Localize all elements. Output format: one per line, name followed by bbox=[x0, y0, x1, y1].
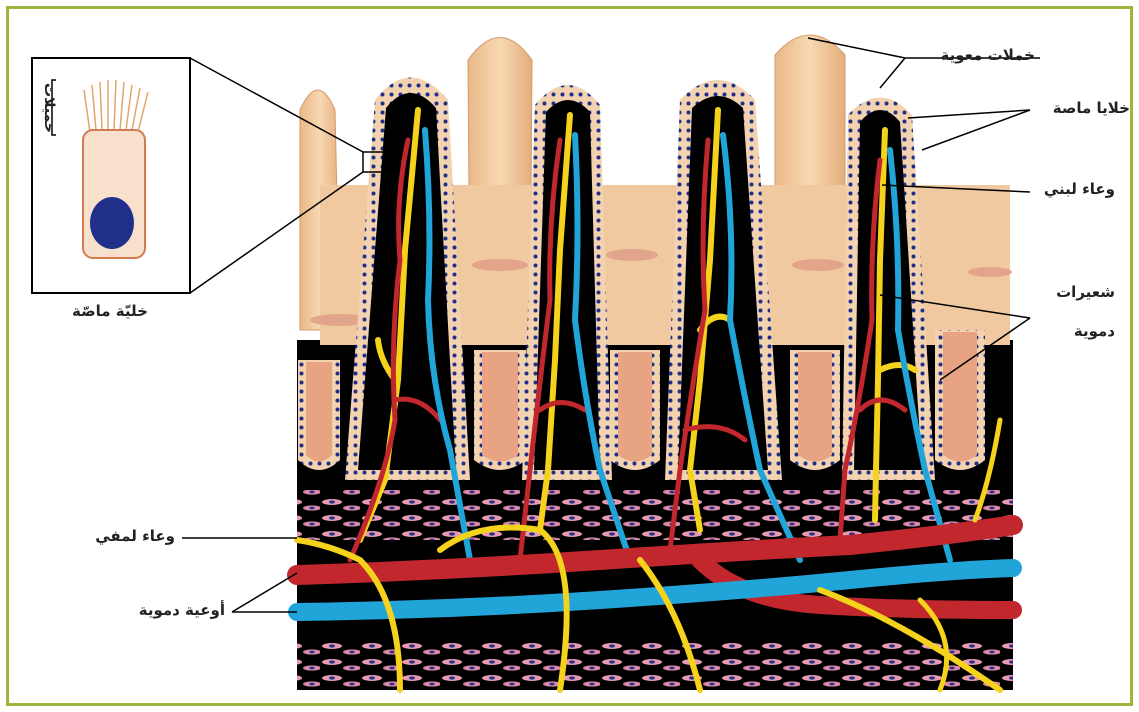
label-microvilli: خميلات bbox=[41, 73, 57, 143]
label-blood-vessels: أوعية دموية bbox=[100, 601, 225, 619]
label-intestinal-villi: خملات معوية bbox=[905, 46, 1035, 64]
label-capillaries-line2: دموية bbox=[1030, 322, 1115, 340]
label-lymph-vessel: وعاء لمفي bbox=[60, 527, 175, 545]
label-capillaries-line1: شعيرات bbox=[1030, 283, 1115, 301]
label-absorptive-cells: خلايا ماصة bbox=[1005, 99, 1130, 117]
label-lacteal: وعاء لبني bbox=[1020, 180, 1115, 198]
cell-nucleus bbox=[90, 197, 134, 249]
label-absorptive-cell: خليّة ماصّة bbox=[40, 302, 180, 320]
